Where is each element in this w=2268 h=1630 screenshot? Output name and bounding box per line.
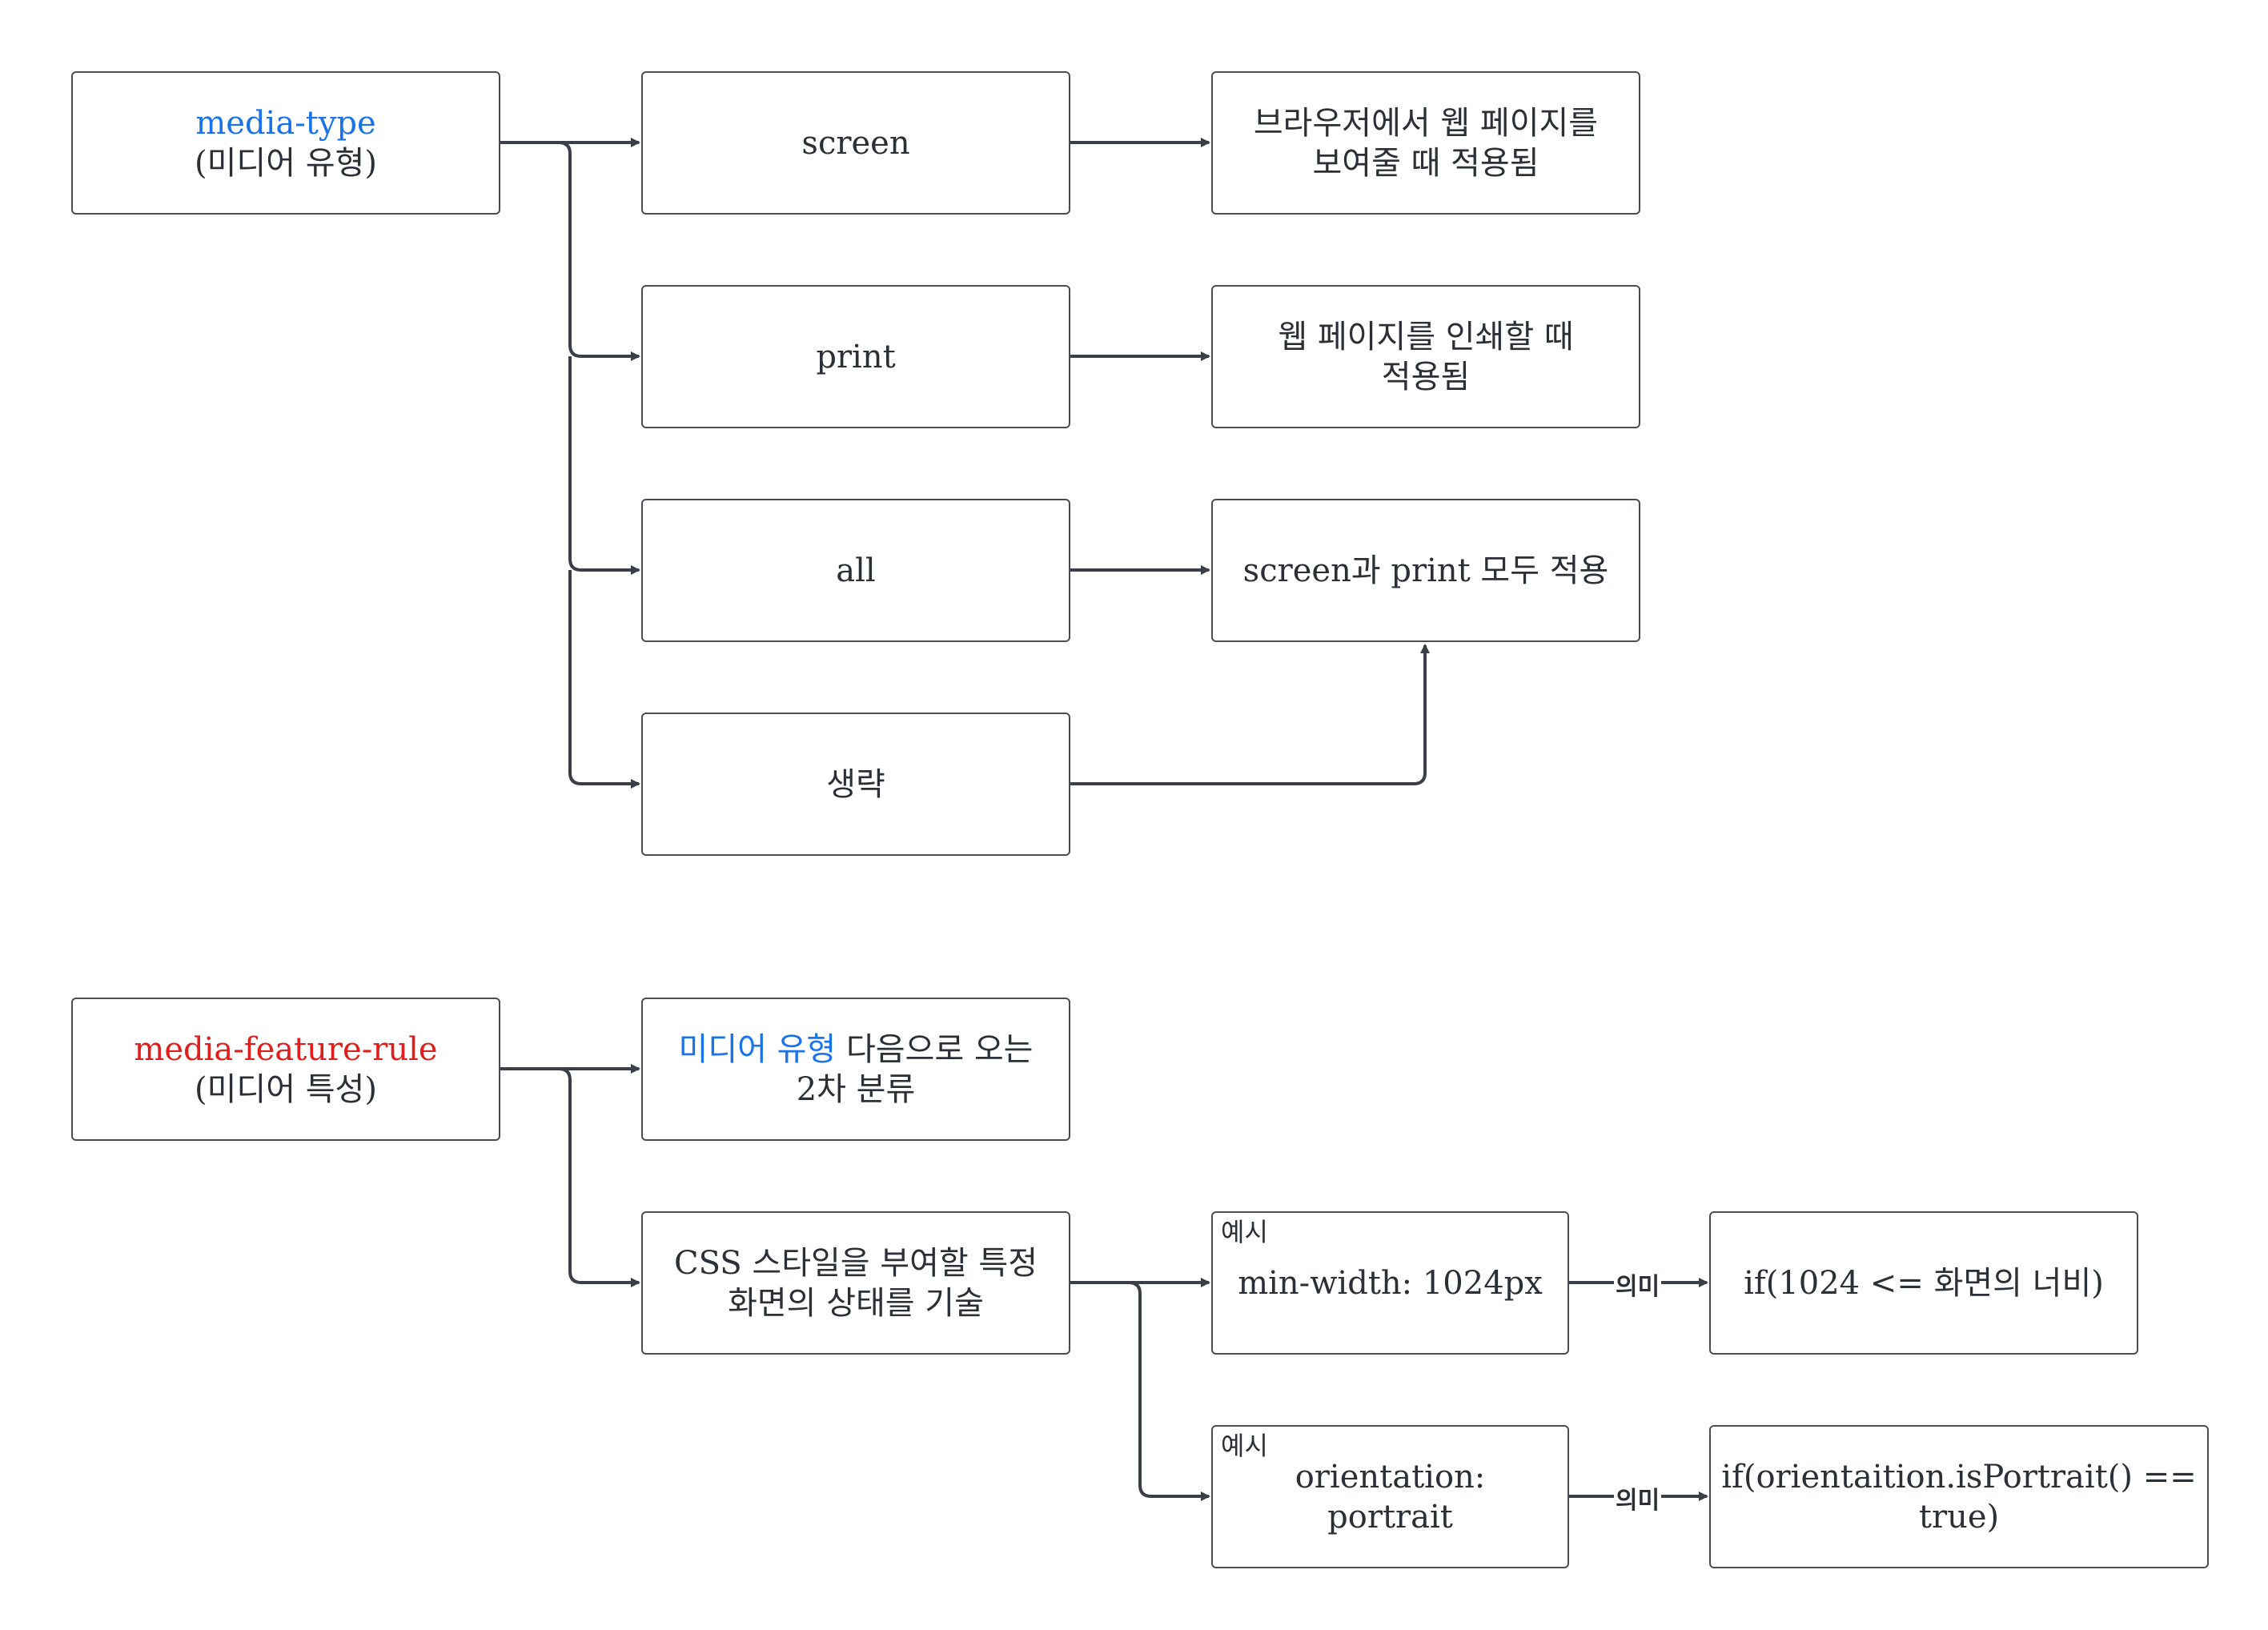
- example-value: orientation: portrait: [1295, 1458, 1486, 1536]
- example-node-orientation: 예시 orientation: portrait: [1211, 1425, 1569, 1568]
- type-label-all: all: [836, 552, 876, 589]
- media-feature-rule-node: media-feature-rule (미디어 특성): [71, 998, 500, 1141]
- type-label-print: print: [816, 338, 896, 375]
- media-type-title: media-type: [195, 104, 376, 142]
- edge-desc2-example2: [1070, 1281, 1210, 1501]
- meaning-label: if(1024 <= 화면의 너비): [1744, 1264, 2104, 1302]
- edge-feature-desc2: [500, 1067, 640, 1287]
- result-node-screen: 브라우저에서 웹 페이지를 보여줄 때 적용됨: [1211, 71, 1640, 215]
- example-tag: 예시: [1221, 1217, 1268, 1247]
- type-label-omit: 생략: [826, 765, 885, 803]
- type-node-print: print: [641, 285, 1070, 428]
- result-node-print: 웹 페이지를 인쇄할 때 적용됨: [1211, 285, 1640, 428]
- desc-rest: 다음으로 오는 2차 분류: [796, 1030, 1034, 1108]
- media-feature-rule-subtitle: (미디어 특성): [195, 1070, 377, 1108]
- media-type-subtitle: (미디어 유형): [195, 144, 377, 182]
- edge-omit-result: [1070, 644, 1430, 785]
- meaning-label: if(orientaition.isPortrait() == true): [1721, 1458, 2197, 1536]
- result-label-print: 웹 페이지를 인쇄할 때 적용됨: [1278, 318, 1574, 395]
- type-node-all: all: [641, 499, 1070, 642]
- example-node-min-width: 예시 min-width: 1024px: [1211, 1211, 1569, 1355]
- result-node-all: screen과 print 모두 적용: [1211, 499, 1640, 642]
- meaning-node-orientation: if(orientaition.isPortrait() == true): [1709, 1425, 2209, 1568]
- result-label-screen: 브라우저에서 웹 페이지를 보여줄 때 적용됨: [1253, 104, 1599, 182]
- edge-label-meaning: 의미: [1614, 1480, 1662, 1516]
- type-label-screen: screen: [801, 124, 910, 162]
- example-value: min-width: 1024px: [1238, 1264, 1543, 1302]
- example-tag: 예시: [1221, 1431, 1268, 1461]
- result-label-all: screen과 print 모두 적용: [1242, 552, 1609, 589]
- edge-mediatype-all: [568, 356, 640, 575]
- edge-label-meaning: 의미: [1614, 1267, 1662, 1302]
- desc-node-state: CSS 스타일을 부여할 특정 화면의 상태를 기술: [641, 1211, 1070, 1355]
- meaning-node-min-width: if(1024 <= 화면의 너비): [1709, 1211, 2138, 1355]
- edge-mediatype-omit: [568, 570, 640, 789]
- edge-mediatype-print: [500, 141, 640, 361]
- media-type-node: media-type (미디어 유형): [71, 71, 500, 215]
- desc-state-label: CSS 스타일을 부여할 특정 화면의 상태를 기술: [673, 1244, 1038, 1322]
- type-node-omit: 생략: [641, 713, 1070, 856]
- desc-node-secondary: 미디어 유형 다음으로 오는 2차 분류: [641, 998, 1070, 1141]
- desc-highlight: 미디어 유형: [678, 1030, 837, 1068]
- type-node-screen: screen: [641, 71, 1070, 215]
- media-feature-rule-title: media-feature-rule: [134, 1030, 438, 1068]
